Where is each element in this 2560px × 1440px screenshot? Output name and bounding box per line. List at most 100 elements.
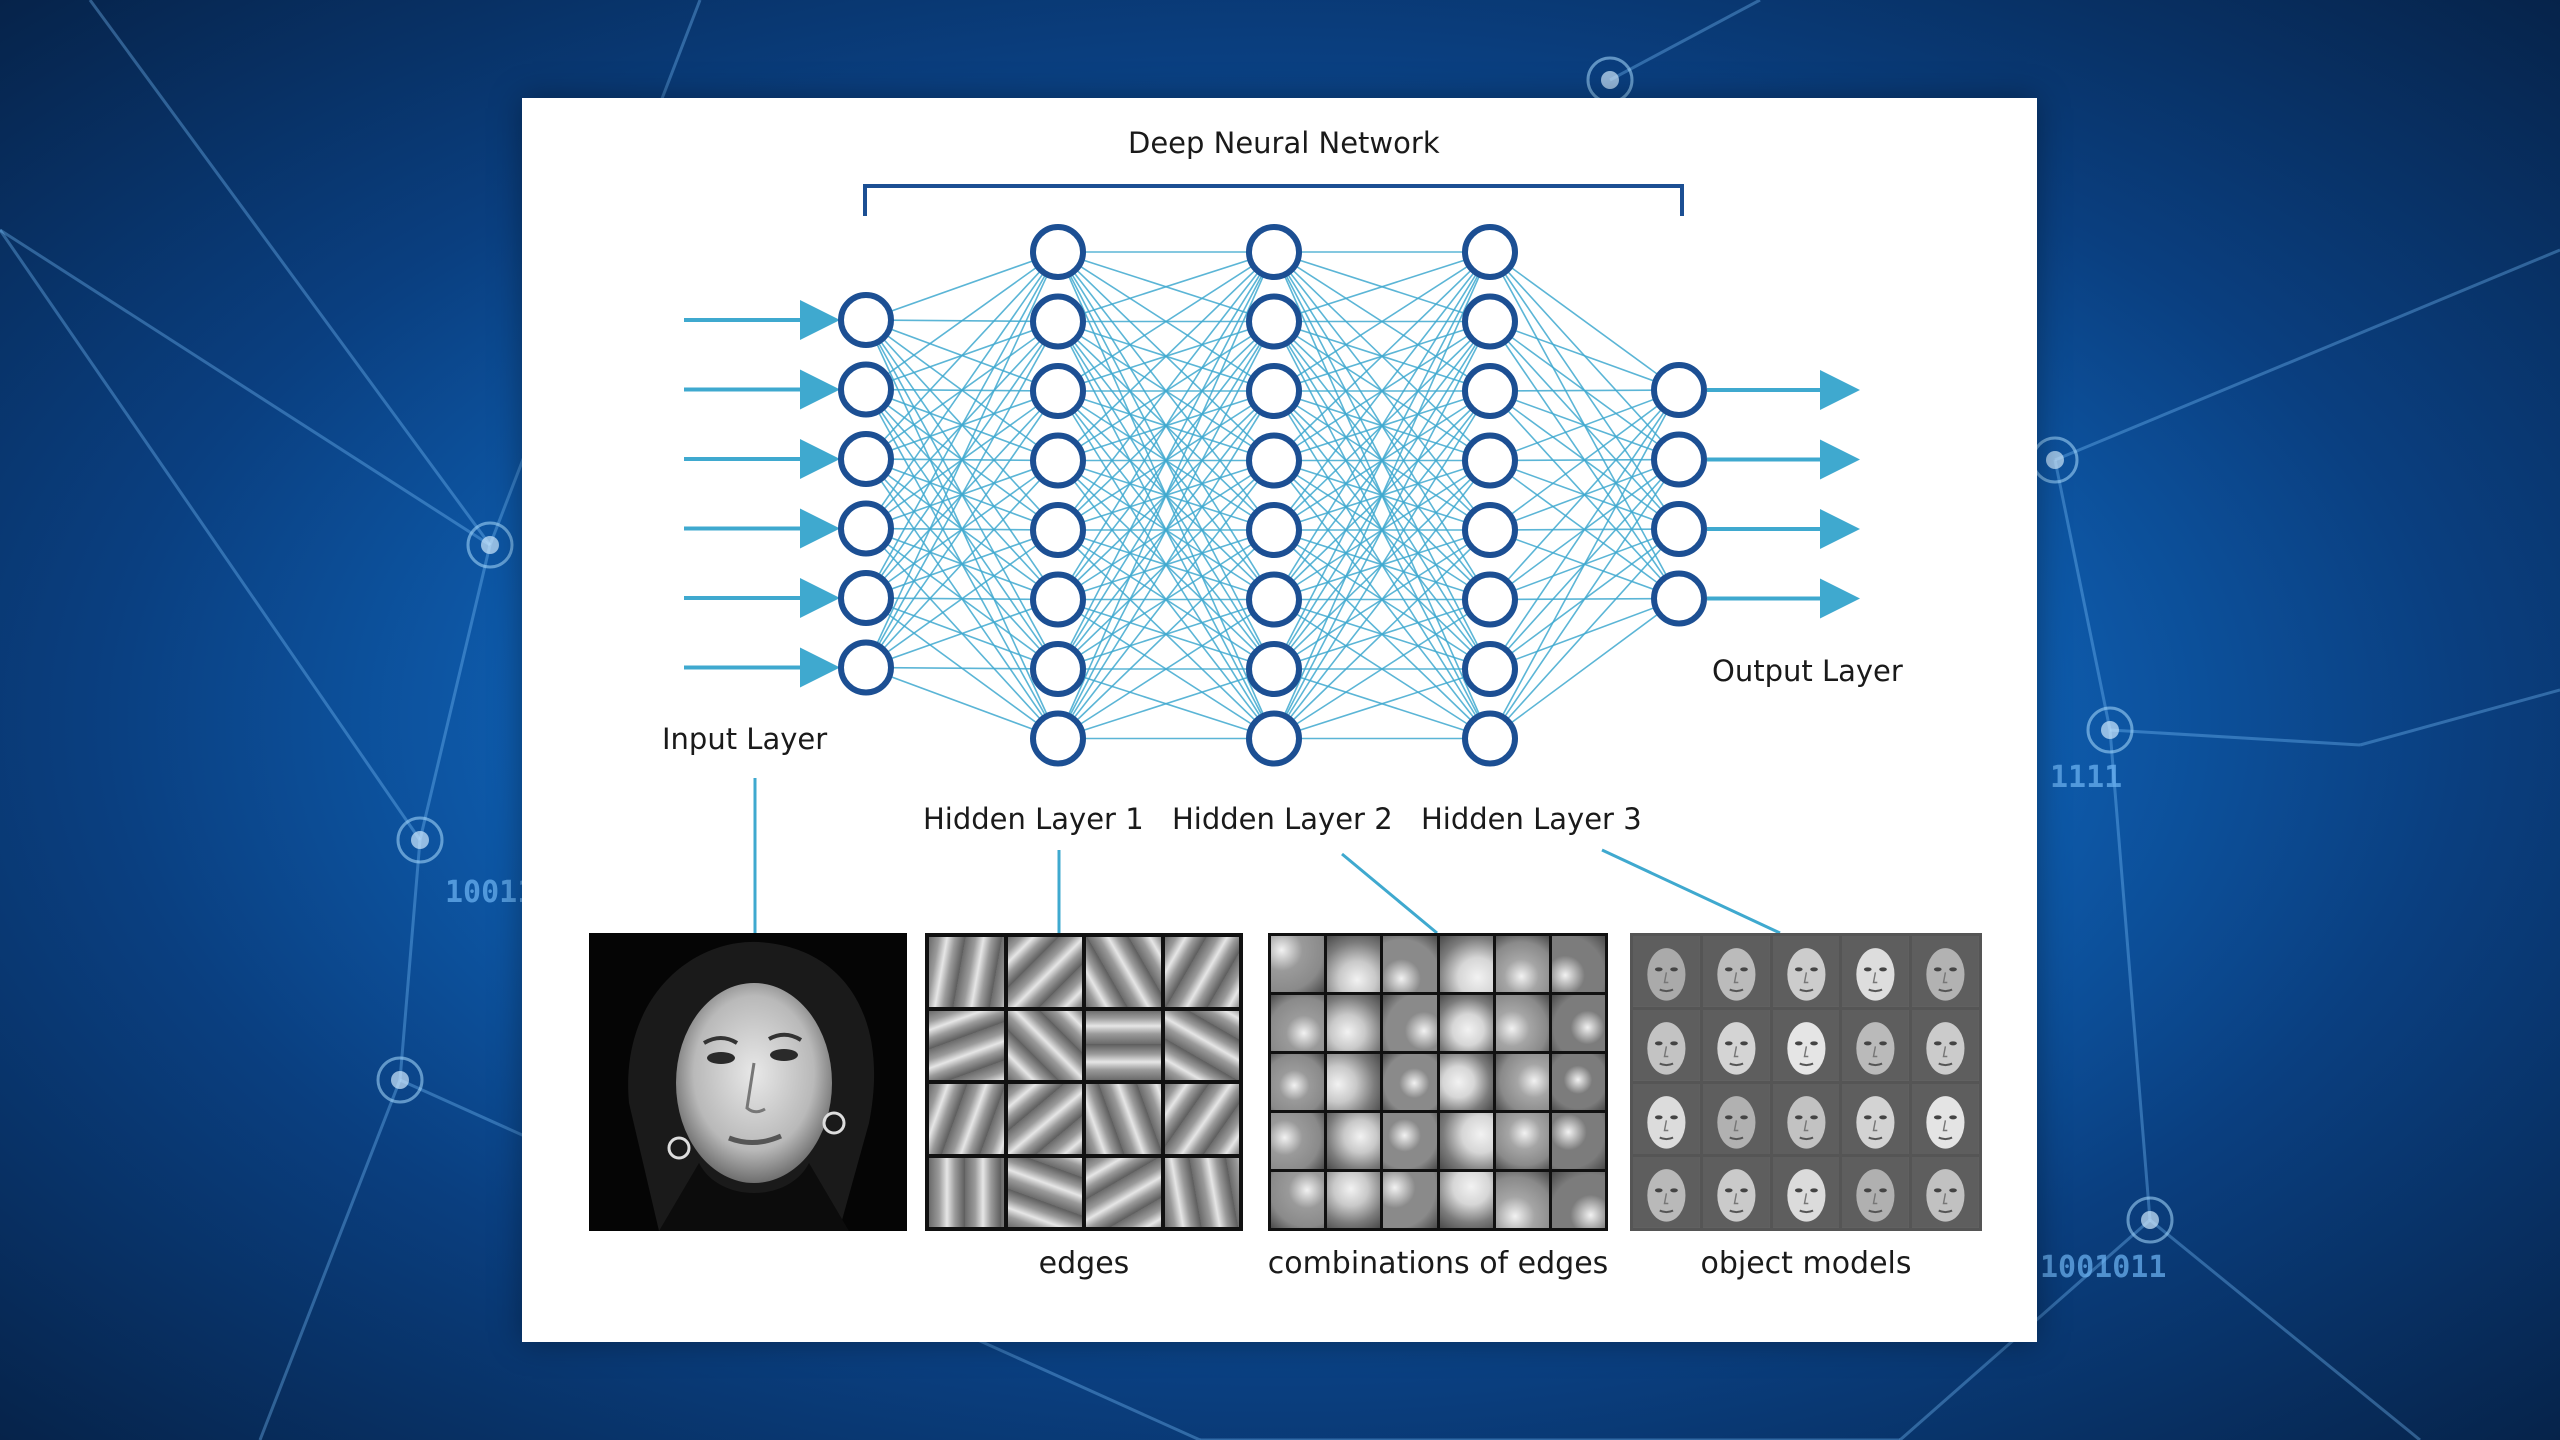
background-network-node <box>396 816 444 864</box>
input-node <box>838 500 894 557</box>
diagram-slide: Deep Neural Network Input Layer Hidden L… <box>522 98 2037 1342</box>
combinations-caption: combinations of edges <box>1267 1246 1609 1281</box>
hidden2-node <box>1246 710 1302 767</box>
edge-filter-tile <box>929 937 1004 1007</box>
edge-filter-tile <box>1007 1010 1082 1080</box>
edge-combination-tile <box>1495 936 1549 992</box>
edge-combination-tile <box>1271 1172 1325 1228</box>
input-node <box>838 431 894 487</box>
face-model-tile <box>1702 1157 1770 1228</box>
face-model-tile <box>1912 1083 1979 1155</box>
edge-filter-tile <box>1007 937 1082 1007</box>
face-model-tile <box>1912 1157 1979 1228</box>
face-model-tile <box>1633 936 1700 1007</box>
hidden3-node <box>1462 293 1518 350</box>
edge-filter-tile <box>1086 937 1161 1007</box>
background-network-node <box>2031 436 2079 484</box>
face-model-tile <box>1633 1157 1700 1228</box>
background-binary-text: 1001011 <box>2040 1250 2167 1285</box>
input-node <box>838 570 894 626</box>
edge-combination-tile <box>1495 1172 1549 1228</box>
face-model-tile <box>1633 1083 1700 1155</box>
input-node <box>838 639 894 696</box>
object-models-face-grid <box>1630 933 1982 1231</box>
edge-filter-tile <box>929 1010 1004 1080</box>
output-node <box>1651 431 1707 488</box>
edge-filter-tile <box>929 1157 1004 1227</box>
face-model-tile <box>1842 936 1910 1007</box>
hidden1-node <box>1030 363 1086 419</box>
background-network-node <box>1586 56 1634 104</box>
edge-combination-tile <box>1271 936 1325 992</box>
layer-connections <box>865 251 1680 740</box>
edge-combination-tile <box>1551 1172 1605 1228</box>
neural-network-diagram <box>684 184 1860 935</box>
edge-combination-tile <box>1495 1054 1549 1110</box>
edge-combination-tile <box>1327 936 1381 992</box>
output-node <box>1651 362 1707 418</box>
face-model-tile <box>1912 1009 1979 1081</box>
panel-connectors <box>753 778 1781 935</box>
edge-combination-tile <box>1383 1172 1437 1228</box>
edge-combination-tile <box>1271 995 1325 1051</box>
edge-combination-tile <box>1439 1054 1493 1110</box>
edges-feature-grid <box>925 933 1243 1231</box>
face-model-tile <box>1842 1083 1910 1155</box>
edge-combination-tile <box>1551 1054 1605 1110</box>
edge-combination-tile <box>1495 995 1549 1051</box>
edge-filter-tile <box>1086 1084 1161 1154</box>
hidden1-node <box>1030 641 1086 697</box>
edges-caption: edges <box>1038 1246 1130 1281</box>
hidden1-node <box>1030 432 1086 489</box>
face-model-tile <box>1772 936 1840 1007</box>
deep-network-bracket <box>863 184 1684 216</box>
input-node <box>838 361 894 418</box>
edge-filter-tile <box>1164 1010 1239 1080</box>
face-model-tile <box>1772 1157 1840 1228</box>
edge-filter-tile <box>1007 1157 1082 1227</box>
face-model-tile <box>1702 1009 1770 1081</box>
hidden1-node <box>1030 502 1086 558</box>
edge-filter-tile <box>1086 1157 1161 1227</box>
hidden1-node <box>1030 571 1086 628</box>
hidden-layer-2-label: Hidden Layer 2 <box>1172 802 1393 836</box>
edge-combination-tile <box>1327 1054 1381 1110</box>
edge-combination-tile <box>1495 1113 1549 1169</box>
edge-filter-tile <box>1164 937 1239 1007</box>
edge-combination-tile <box>1383 995 1437 1051</box>
hidden2-node <box>1246 502 1302 558</box>
hidden3-node <box>1462 363 1518 419</box>
object-models-caption: object models <box>1700 1246 1912 1281</box>
face-model-tile <box>1633 1009 1700 1081</box>
face-model-tile <box>1702 1083 1770 1155</box>
background-network-node <box>2126 1196 2174 1244</box>
edge-filter-tile <box>1164 1084 1239 1154</box>
edge-filter-tile <box>1164 1157 1239 1227</box>
edge-combination-tile <box>1383 1113 1437 1169</box>
edge-combination-tile <box>1551 936 1605 992</box>
background-network-node <box>2086 706 2134 754</box>
face-model-tile <box>1702 936 1770 1007</box>
hidden-layer-3-label: Hidden Layer 3 <box>1421 802 1642 836</box>
edge-combination-tile <box>1327 995 1381 1051</box>
diagram-title: Deep Neural Network <box>1128 126 1440 160</box>
hidden1-node <box>1030 224 1086 280</box>
edge-combination-tile <box>1271 1054 1325 1110</box>
face-model-tile <box>1912 936 1979 1007</box>
hidden2-node <box>1246 293 1302 350</box>
edge-combination-tile <box>1271 1113 1325 1169</box>
edge-combination-tile <box>1327 1113 1381 1169</box>
face-model-tile <box>1842 1009 1910 1081</box>
hidden2-node <box>1246 432 1302 489</box>
face-model-tile <box>1772 1083 1840 1155</box>
hidden2-node <box>1246 363 1302 419</box>
input-node <box>838 292 894 348</box>
edge-filter-tile <box>929 1084 1004 1154</box>
output-node <box>1651 501 1707 557</box>
hidden3-node <box>1462 224 1518 280</box>
hidden3-node <box>1462 641 1518 697</box>
edge-combination-tile <box>1327 1172 1381 1228</box>
edge-combination-tile <box>1439 936 1493 992</box>
edge-combination-tile <box>1551 995 1605 1051</box>
hidden3-node <box>1462 502 1518 558</box>
